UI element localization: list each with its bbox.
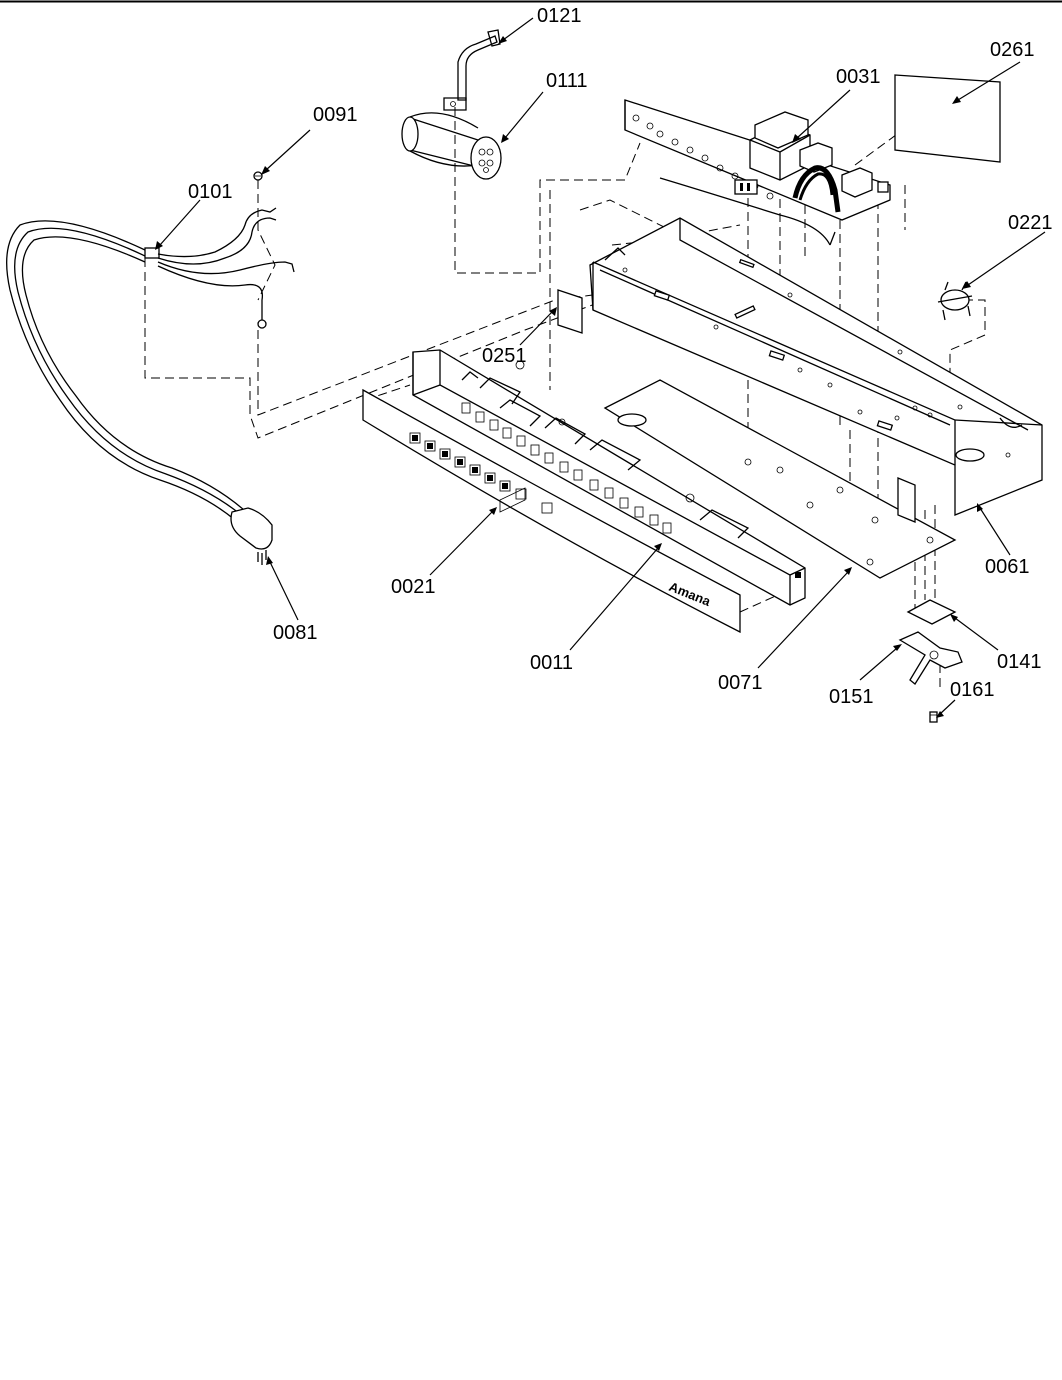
callout-0121: 0121: [537, 5, 582, 27]
foot-label-part: [897, 477, 916, 523]
power-cord-part: [6, 220, 273, 565]
capacitor-part: [401, 112, 502, 180]
wire-clip-part: [937, 281, 973, 321]
callout-0101: 0101: [188, 181, 233, 203]
hinge-screw-part: [929, 711, 938, 723]
strap-bracket-part: [443, 29, 501, 111]
control-board-part: [624, 99, 891, 246]
callout-leader-lines: [155, 17, 1046, 718]
callout-0031: 0031: [836, 66, 881, 88]
callout-0251: 0251: [482, 345, 527, 367]
callout-0021: 0021: [391, 576, 436, 598]
callout-0081: 0081: [273, 622, 318, 644]
callout-0141: 0141: [997, 651, 1042, 673]
callout-0061: 0061: [985, 556, 1030, 578]
callout-0011: 0011: [530, 652, 573, 674]
hinge-arm-part: [898, 631, 963, 685]
callout-0221: 0221: [1008, 212, 1053, 234]
callout-0261: 0261: [990, 39, 1035, 61]
control-housing-part: [589, 217, 1043, 516]
control-panel-frame-part: [412, 349, 806, 606]
screw-part-0091: [253, 171, 263, 181]
hinge-plate-part: [906, 599, 957, 625]
wire-harness-part: [144, 207, 295, 329]
bottom-plate-part: [603, 379, 957, 579]
callout-labels: 0121 0111 0091 0101 0031 0261 0221 0251 …: [188, 5, 1053, 708]
callout-0161: 0161: [950, 679, 995, 701]
label-sheet-part: [894, 74, 1001, 163]
callout-0111: 0111: [546, 70, 588, 92]
callout-0091: 0091: [313, 104, 358, 126]
control-overlay-part: Amana: [362, 388, 741, 634]
callout-0151: 0151: [829, 686, 874, 708]
small-label-part: [557, 289, 583, 334]
callout-0071: 0071: [718, 672, 763, 694]
